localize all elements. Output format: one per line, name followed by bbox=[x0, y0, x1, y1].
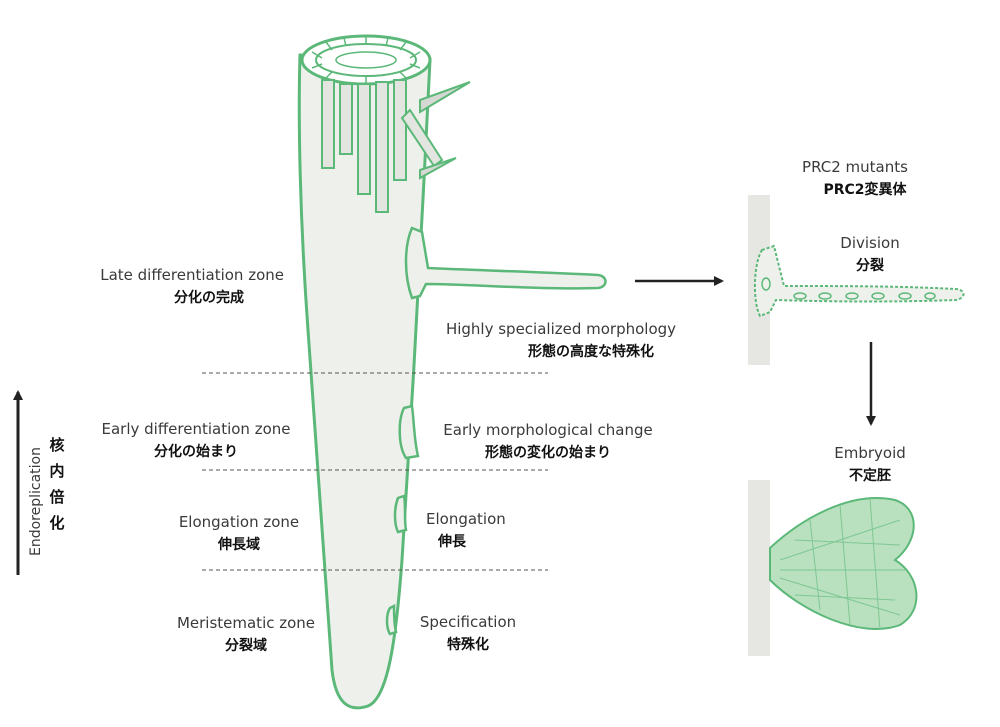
zone-late-en: Late differentiation zone bbox=[100, 266, 284, 284]
mutants-title-label: PRC2 mutants PRC2変異体 bbox=[780, 158, 930, 199]
axis-ja-4: 化 bbox=[49, 514, 65, 532]
root-hair-long bbox=[404, 226, 607, 300]
state-early-change-ja: 形態の変化の始まり bbox=[485, 445, 611, 461]
state-specialized-en: Highly specialized morphology bbox=[445, 320, 677, 338]
zone-meristematic-en: Meristematic zone bbox=[176, 614, 316, 632]
root-hair-early bbox=[398, 404, 420, 460]
embryoid-ja: 不定胚 bbox=[849, 468, 891, 484]
embryoid-en: Embryoid bbox=[834, 444, 906, 462]
zone-meristematic-label: Meristematic zone 分裂域 bbox=[164, 614, 328, 655]
division-ja: 分裂 bbox=[856, 258, 884, 274]
zone-elongation-label: Elongation zone 伸長域 bbox=[168, 513, 310, 554]
axis-ja-2: 内 bbox=[49, 462, 65, 480]
axis-ja-3: 倍 bbox=[49, 488, 65, 506]
zone-early-en: Early differentiation zone bbox=[101, 420, 291, 438]
mutants-title-en: PRC2 mutants bbox=[802, 158, 908, 176]
state-specialized-label: Highly specialized morphology 形態の高度な特殊化 bbox=[430, 320, 692, 361]
zone-elongation-ja: 伸長域 bbox=[218, 537, 260, 553]
zone-late-label: Late differentiation zone 分化の完成 bbox=[40, 266, 284, 307]
embryoid-illustration bbox=[748, 480, 918, 656]
mutants-title-ja: PRC2変異体 bbox=[823, 182, 907, 198]
division-illustration bbox=[748, 195, 965, 365]
zone-late-ja: 分化の完成 bbox=[174, 290, 244, 306]
state-specification-label: Specification 特殊化 bbox=[410, 613, 526, 654]
zone-meristematic-ja: 分裂域 bbox=[225, 638, 267, 654]
zone-early-ja: 分化の始まり bbox=[154, 444, 238, 460]
state-elongation-label: Elongation 伸長 bbox=[426, 510, 526, 551]
state-elongation-ja: 伸長 bbox=[438, 534, 466, 550]
zone-early-label: Early differentiation zone 分化の始まり bbox=[90, 420, 302, 461]
root-hair-elongation bbox=[393, 494, 408, 534]
state-specialized-ja: 形態の高度な特殊化 bbox=[528, 344, 654, 360]
state-specification-en: Specification bbox=[419, 613, 517, 631]
state-early-change-label: Early morphological change 形態の変化の始まり bbox=[430, 421, 666, 462]
division-en: Division bbox=[840, 234, 900, 252]
state-elongation-en: Elongation bbox=[426, 510, 506, 528]
zone-separators bbox=[202, 372, 548, 571]
root-hair-specification bbox=[385, 603, 398, 636]
embryoid-label: Embryoid 不定胚 bbox=[820, 444, 920, 485]
state-specification-ja: 特殊化 bbox=[447, 637, 489, 653]
zone-elongation-en: Elongation zone bbox=[178, 513, 300, 531]
state-early-change-en: Early morphological change bbox=[443, 421, 653, 439]
division-label: Division 分裂 bbox=[820, 234, 920, 275]
axis-en: Endoreplication bbox=[28, 447, 44, 556]
root bbox=[297, 34, 607, 710]
axis-ja-1: 核 bbox=[49, 436, 65, 454]
